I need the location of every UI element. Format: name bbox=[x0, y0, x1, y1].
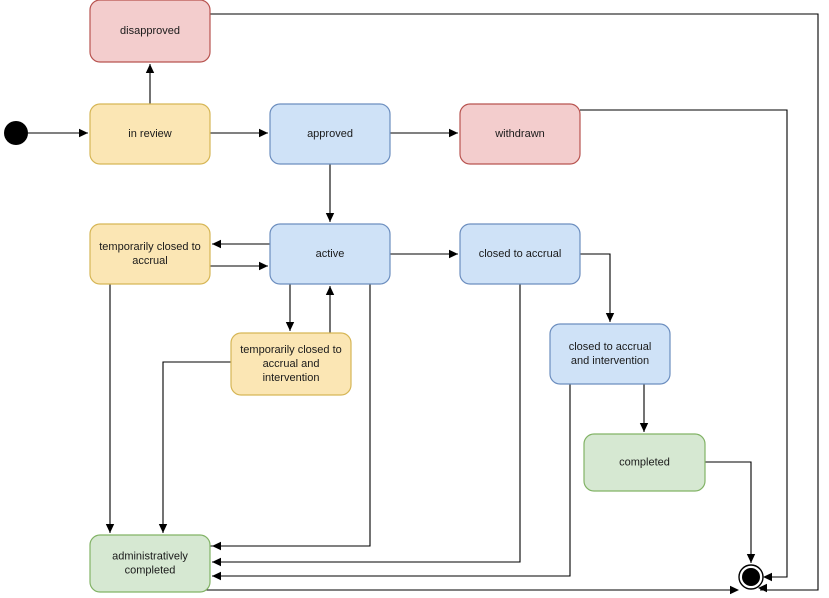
transition-line bbox=[580, 253, 611, 322]
transition-line bbox=[705, 461, 752, 563]
end-state-ring-icon bbox=[738, 564, 764, 590]
transition-withdrawn-to-end[interactable] bbox=[580, 109, 788, 582]
arrowhead-icon bbox=[212, 541, 221, 551]
arrowhead-icon bbox=[285, 322, 295, 331]
transition-disapproved-to-end[interactable] bbox=[210, 13, 819, 593]
transition-line bbox=[210, 284, 371, 547]
transition-start-to-in_review[interactable] bbox=[28, 128, 88, 138]
state-box[interactable] bbox=[459, 103, 581, 165]
transition-active-to-closed_to_accrual[interactable] bbox=[390, 249, 458, 259]
transition-in_review-to-disapproved[interactable] bbox=[145, 64, 155, 104]
state-box[interactable] bbox=[89, 0, 211, 63]
transition-closed_to_accrual_and_intervention-to-completed[interactable] bbox=[639, 384, 649, 432]
states-layer: disapproved in review approved withdrawn tem… bbox=[89, 0, 706, 593]
transition-active-to-temporarily_closed_to_accrual[interactable] bbox=[212, 239, 270, 249]
arrowhead-icon bbox=[259, 128, 268, 138]
transition-temporarily_closed_to_accrual_and_intervention-to-active[interactable] bbox=[325, 286, 335, 333]
state-node-closed_to_accrual[interactable]: closed to accrual bbox=[459, 223, 581, 285]
transition-approved-to-active[interactable] bbox=[325, 164, 335, 222]
state-box[interactable] bbox=[89, 223, 211, 285]
transitions-layer bbox=[28, 13, 819, 595]
arrowhead-icon bbox=[325, 213, 335, 222]
arrowhead-icon bbox=[605, 313, 615, 322]
arrowhead-icon bbox=[212, 571, 221, 581]
state-box[interactable] bbox=[230, 332, 352, 396]
transition-line bbox=[210, 13, 819, 591]
transition-temporarily_closed_to_accrual-to-administratively_completed[interactable] bbox=[105, 284, 115, 533]
state-node-in_review[interactable]: in review bbox=[89, 103, 211, 165]
transition-line bbox=[212, 284, 521, 563]
state-box[interactable] bbox=[583, 433, 706, 492]
state-box[interactable] bbox=[89, 103, 211, 165]
transition-line bbox=[580, 109, 788, 578]
state-node-completed[interactable]: completed bbox=[583, 433, 706, 492]
transition-approved-to-withdrawn[interactable] bbox=[390, 128, 458, 138]
transition-in_review-to-approved[interactable] bbox=[210, 128, 268, 138]
arrowhead-icon bbox=[212, 239, 221, 249]
arrowhead-icon bbox=[730, 585, 739, 595]
arrowhead-icon bbox=[158, 524, 168, 533]
state-box[interactable] bbox=[549, 323, 671, 385]
transition-line bbox=[162, 361, 231, 533]
transition-closed_to_accrual-to-administratively_completed[interactable] bbox=[212, 284, 521, 567]
arrowhead-icon bbox=[639, 423, 649, 432]
arrowhead-icon bbox=[259, 261, 268, 271]
transition-line bbox=[212, 384, 571, 577]
transition-temporarily_closed_to_accrual_and_intervention-to-administratively_completed[interactable] bbox=[158, 361, 231, 533]
arrowhead-icon bbox=[746, 554, 756, 563]
start-state-node[interactable] bbox=[4, 121, 28, 145]
transition-closed_to_accrual_and_intervention-to-administratively_completed[interactable] bbox=[212, 384, 571, 581]
terminal-nodes-layer bbox=[4, 121, 764, 590]
transition-closed_to_accrual-to-closed_to_accrual_and_intervention[interactable] bbox=[580, 253, 615, 322]
arrowhead-icon bbox=[763, 572, 772, 582]
arrowhead-icon bbox=[449, 249, 458, 259]
arrowhead-icon bbox=[145, 64, 155, 73]
state-node-active[interactable]: active bbox=[269, 223, 391, 285]
transition-completed-to-end[interactable] bbox=[705, 461, 756, 563]
arrowhead-icon bbox=[212, 557, 221, 567]
arrowhead-icon bbox=[325, 286, 335, 295]
arrowhead-icon bbox=[449, 128, 458, 138]
state-node-approved[interactable]: approved bbox=[269, 103, 391, 165]
arrowhead-icon bbox=[79, 128, 88, 138]
arrowhead-icon bbox=[105, 524, 115, 533]
state-box[interactable] bbox=[269, 223, 391, 285]
start-state-icon bbox=[4, 121, 28, 145]
state-box[interactable] bbox=[269, 103, 391, 165]
transition-active-to-administratively_completed[interactable] bbox=[210, 284, 371, 551]
transition-temporarily_closed_to_accrual-to-active[interactable] bbox=[210, 261, 268, 271]
state-box[interactable] bbox=[89, 534, 211, 593]
state-node-withdrawn[interactable]: withdrawn bbox=[459, 103, 581, 165]
arrowhead-icon bbox=[758, 583, 767, 593]
state-node-disapproved[interactable]: disapproved bbox=[89, 0, 211, 63]
end-state-node[interactable] bbox=[738, 564, 764, 590]
transition-line bbox=[149, 589, 737, 592]
end-state-icon bbox=[742, 568, 760, 586]
transition-active-to-temporarily_closed_to_accrual_and_intervention[interactable] bbox=[285, 284, 295, 331]
state-box[interactable] bbox=[459, 223, 581, 285]
transition-administratively_completed-to-end[interactable] bbox=[149, 585, 739, 595]
